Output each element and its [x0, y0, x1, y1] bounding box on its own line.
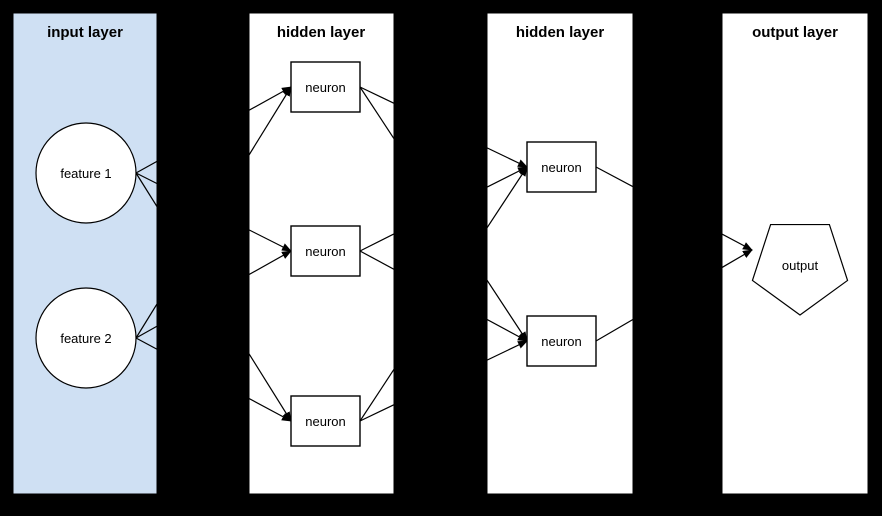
edges-group	[135, 86, 753, 422]
layers-group: input layer feature 1 feature 2 hidden laye…	[35, 24, 849, 447]
layer-title-input: input layer	[47, 24, 123, 41]
node-hidden-2-neuron-1[interactable]	[526, 141, 597, 193]
node-feature-2[interactable]	[35, 287, 137, 389]
node-hidden-1-neuron-3[interactable]	[290, 395, 361, 447]
node-label-hidden-2-neuron-2: neuron	[541, 334, 581, 349]
node-label-hidden-2-neuron-1: neuron	[541, 160, 581, 175]
layer-box-hidden-2	[486, 12, 634, 495]
node-hidden-1-neuron-2[interactable]	[290, 225, 361, 277]
layer-title-output: output layer	[752, 24, 838, 41]
node-label-hidden-1-neuron-3: neuron	[305, 414, 345, 429]
node-label-feature-2: feature 2	[60, 331, 111, 346]
layer-box-input	[12, 12, 158, 495]
node-hidden-1-neuron-1[interactable]	[290, 61, 361, 113]
layer-title-hidden-2: hidden layer	[516, 24, 605, 41]
node-output-node[interactable]	[751, 223, 849, 316]
node-label-output-node: output	[782, 258, 819, 273]
node-label-feature-1: feature 1	[60, 166, 111, 181]
node-feature-1[interactable]	[35, 122, 137, 224]
node-label-hidden-1-neuron-1: neuron	[305, 80, 345, 95]
node-hidden-2-neuron-2[interactable]	[526, 315, 597, 367]
node-label-hidden-1-neuron-2: neuron	[305, 244, 345, 259]
layer-title-hidden-1: hidden layer	[277, 24, 366, 41]
